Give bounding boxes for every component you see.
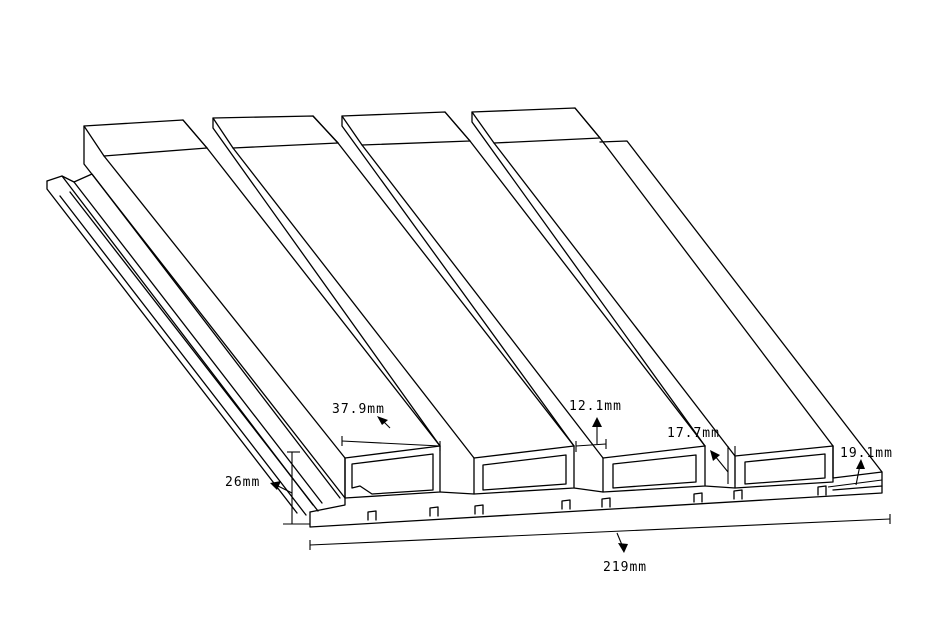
left-edge-strips	[46, 173, 341, 516]
dim-label-219: 219mm	[603, 560, 647, 575]
dim-label-37: 37.9mm	[332, 402, 385, 417]
front-profile	[309, 445, 883, 528]
right-edge	[599, 140, 883, 487]
dim-label-26: 26mm	[225, 475, 260, 490]
dim-label-19: 19.1mm	[840, 446, 893, 461]
slat-3	[341, 111, 706, 459]
dimension-lines	[270, 416, 891, 553]
dim-label-12: 12.1mm	[569, 399, 622, 414]
dim-label-17: 17.7mm	[667, 426, 720, 441]
slat-4	[471, 107, 834, 457]
slat-2	[212, 115, 575, 459]
